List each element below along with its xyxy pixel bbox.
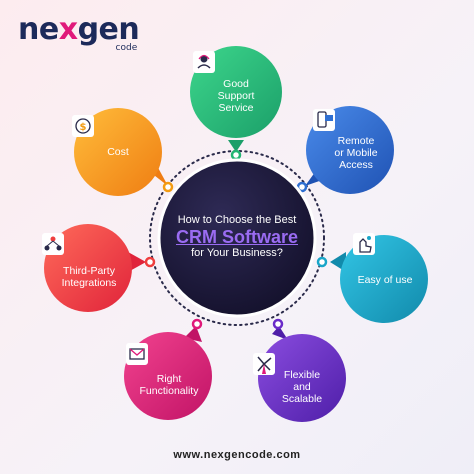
support-icon	[193, 51, 215, 73]
label-line: Support	[217, 90, 255, 102]
logo-text-gen: gen	[77, 12, 140, 47]
label-line: Access	[339, 159, 373, 171]
center-circle	[157, 158, 317, 318]
bubble-easy-of-use	[330, 235, 428, 323]
svg-text:$: $	[80, 122, 87, 133]
label-line: Right	[156, 373, 182, 385]
label-third-party: Third-Party Integrations	[52, 265, 126, 289]
label-good-support: Good Support Service	[206, 78, 266, 114]
footer-url[interactable]: www.nexgencode.com	[173, 449, 301, 461]
hand-pointer-icon	[353, 233, 375, 255]
label-flexible-scalable: Flexible and Scalable	[272, 369, 332, 405]
center-line-1: How to Choose the Best	[177, 214, 297, 226]
label-line: Third-Party	[63, 265, 115, 277]
label-line: Cost	[107, 146, 129, 158]
brand-logo: nexgen code	[18, 12, 140, 54]
logo-text-x: x	[58, 12, 78, 47]
center-line-3: for Your Business?	[191, 247, 283, 259]
coin-dollar-icon: $	[72, 115, 94, 137]
label-line: Scalable	[281, 393, 323, 405]
label-line: Flexible	[283, 369, 321, 381]
label-line: or Mobile	[334, 147, 378, 159]
label-line: Good	[223, 78, 249, 90]
label-right-functionality: Right Functionality	[133, 373, 205, 397]
windmill-icon	[253, 353, 275, 375]
bubble-flexible-scalable	[258, 326, 346, 422]
logo-text-ne: ne	[18, 12, 59, 47]
label-line: Easy of use	[357, 274, 413, 286]
label-easy-of-use: Easy of use	[350, 274, 420, 286]
email-icon	[126, 343, 148, 365]
people-network-icon	[42, 233, 64, 255]
label-line: Functionality	[139, 385, 199, 397]
logo-subtext: code	[115, 43, 138, 53]
label-line: Service	[218, 102, 254, 114]
mobile-icon	[313, 109, 335, 131]
label-line: Remote	[337, 135, 375, 147]
label-line: and	[293, 381, 311, 393]
label-line: Integrations	[61, 277, 117, 289]
label-remote-access: Remote or Mobile Access	[325, 135, 387, 171]
center-heading: How to Choose the Best CRM Software for …	[160, 214, 314, 260]
center-title: CRM Software	[175, 227, 298, 247]
label-cost: Cost	[90, 146, 146, 158]
bubble-cost	[74, 108, 168, 196]
bubble-third-party	[44, 224, 146, 312]
